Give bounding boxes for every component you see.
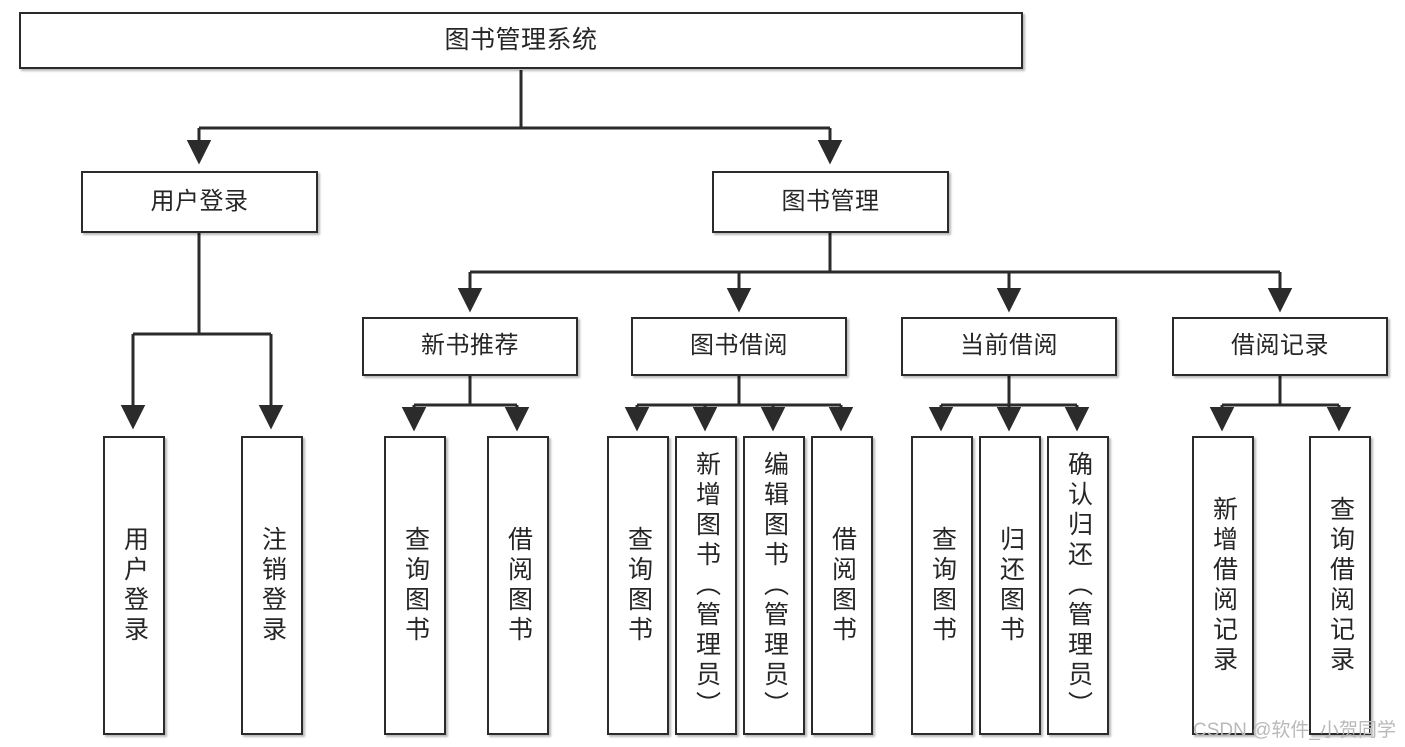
node-label: 图书借阅 <box>690 332 788 360</box>
node-leaf-borrow-book-recommend[interactable]: 借阅图书 <box>487 436 549 735</box>
node-label: 借阅图书 <box>828 525 857 646</box>
node-label: 图书管理 <box>781 187 880 215</box>
node-leaf-query-book-borrow[interactable]: 查询图书 <box>607 436 669 735</box>
node-leaf-add-borrow-record[interactable]: 新增借阅记录 <box>1192 436 1254 735</box>
node-leaf-return-book[interactable]: 归还图书 <box>979 436 1041 735</box>
node-label: 借阅记录 <box>1231 332 1329 360</box>
node-root-system[interactable]: 图书管理系统 <box>19 12 1023 69</box>
node-user-login[interactable]: 用户登录 <box>81 171 318 233</box>
node-leaf-user-login[interactable]: 用户登录 <box>103 436 165 735</box>
node-leaf-edit-book-admin[interactable]: 编辑图书（管理员） <box>743 436 805 735</box>
node-label: 查询图书 <box>928 525 957 646</box>
node-leaf-query-borrow-record[interactable]: 查询借阅记录 <box>1309 436 1371 735</box>
node-label: 查询借阅记录 <box>1326 495 1355 676</box>
node-label: 用户登录 <box>150 187 249 215</box>
node-current-borrow[interactable]: 当前借阅 <box>901 317 1117 376</box>
node-borrow-record[interactable]: 借阅记录 <box>1172 317 1388 376</box>
node-label: 新增图书（管理员） <box>692 450 721 721</box>
node-leaf-query-book-current[interactable]: 查询图书 <box>911 436 973 735</box>
node-label: 确认归还（管理员） <box>1064 450 1093 721</box>
node-label: 当前借阅 <box>960 332 1058 360</box>
node-new-book-recommend[interactable]: 新书推荐 <box>362 317 578 376</box>
node-label: 查询图书 <box>401 525 430 646</box>
node-book-management[interactable]: 图书管理 <box>712 171 949 233</box>
watermark: CSDN @软件_小贺同学 <box>1193 720 1396 741</box>
node-label: 新增借阅记录 <box>1209 495 1238 676</box>
node-label: 借阅图书 <box>504 525 533 646</box>
node-label: 用户登录 <box>120 525 149 646</box>
node-label: 归还图书 <box>996 525 1025 646</box>
node-label: 注销登录 <box>258 525 287 646</box>
node-label: 新书推荐 <box>421 332 519 360</box>
node-leaf-confirm-return-admin[interactable]: 确认归还（管理员） <box>1047 436 1109 735</box>
node-book-borrow[interactable]: 图书借阅 <box>631 317 847 376</box>
node-label: 图书管理系统 <box>444 25 598 54</box>
node-leaf-query-book-recommend[interactable]: 查询图书 <box>384 436 446 735</box>
node-label: 编辑图书（管理员） <box>760 450 789 721</box>
node-leaf-add-book-admin[interactable]: 新增图书（管理员） <box>675 436 737 735</box>
node-leaf-logout[interactable]: 注销登录 <box>241 436 303 735</box>
node-label: 查询图书 <box>624 525 653 646</box>
node-leaf-borrow-book[interactable]: 借阅图书 <box>811 436 873 735</box>
